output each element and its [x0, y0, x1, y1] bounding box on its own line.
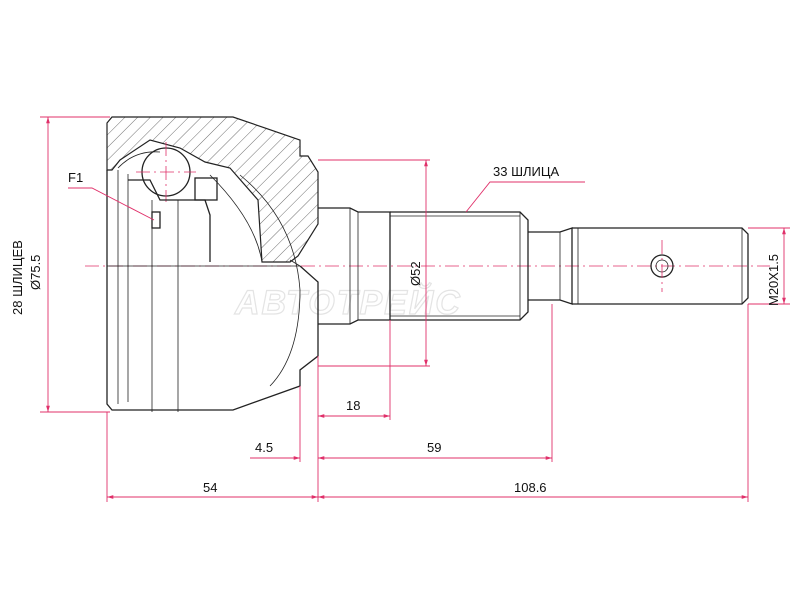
- leader-33-splines: [465, 181, 585, 213]
- housing-inner-arc: [117, 151, 161, 169]
- housing-bulge: [239, 174, 301, 387]
- label-ø75-5: Ø75.5: [28, 255, 43, 290]
- extension-lines: [40, 116, 790, 502]
- shaft: [318, 207, 749, 325]
- watermark-text: АВТОТРЕЙС: [234, 283, 462, 322]
- housing-mid-tick: [289, 259, 301, 267]
- cage-arc: [209, 174, 263, 263]
- label-18: 18: [346, 398, 360, 413]
- label-4-5: 4.5: [255, 440, 273, 455]
- shaft-taper: [528, 227, 573, 305]
- outer-housing: [106, 116, 319, 412]
- label-59: 59: [427, 440, 441, 455]
- label-f1: F1: [68, 170, 83, 185]
- cage-window: [194, 177, 218, 201]
- label-thread: M20X1.5: [766, 254, 781, 306]
- label-108-6: 108.6: [514, 480, 547, 495]
- label-28-splines: 28 ШЛИЦЕВ: [10, 240, 25, 315]
- label-ø52: Ø52: [408, 261, 423, 286]
- label-33-splines: 33 ШЛИЦА: [493, 164, 559, 179]
- threaded-end: [572, 227, 749, 305]
- dimension-lines: [46, 117, 786, 499]
- labels: F1 33 ШЛИЦА 28 ШЛИЦЕВ Ø75.5 Ø52 M20X1.5 …: [10, 164, 781, 495]
- housing-section-hatch: [106, 116, 319, 263]
- retaining-clip: [151, 211, 161, 229]
- shaft-neck: [318, 207, 391, 325]
- spline-section: [390, 211, 529, 321]
- label-54: 54: [203, 480, 217, 495]
- inner-race: [128, 179, 211, 262]
- leader-f1: [68, 187, 155, 221]
